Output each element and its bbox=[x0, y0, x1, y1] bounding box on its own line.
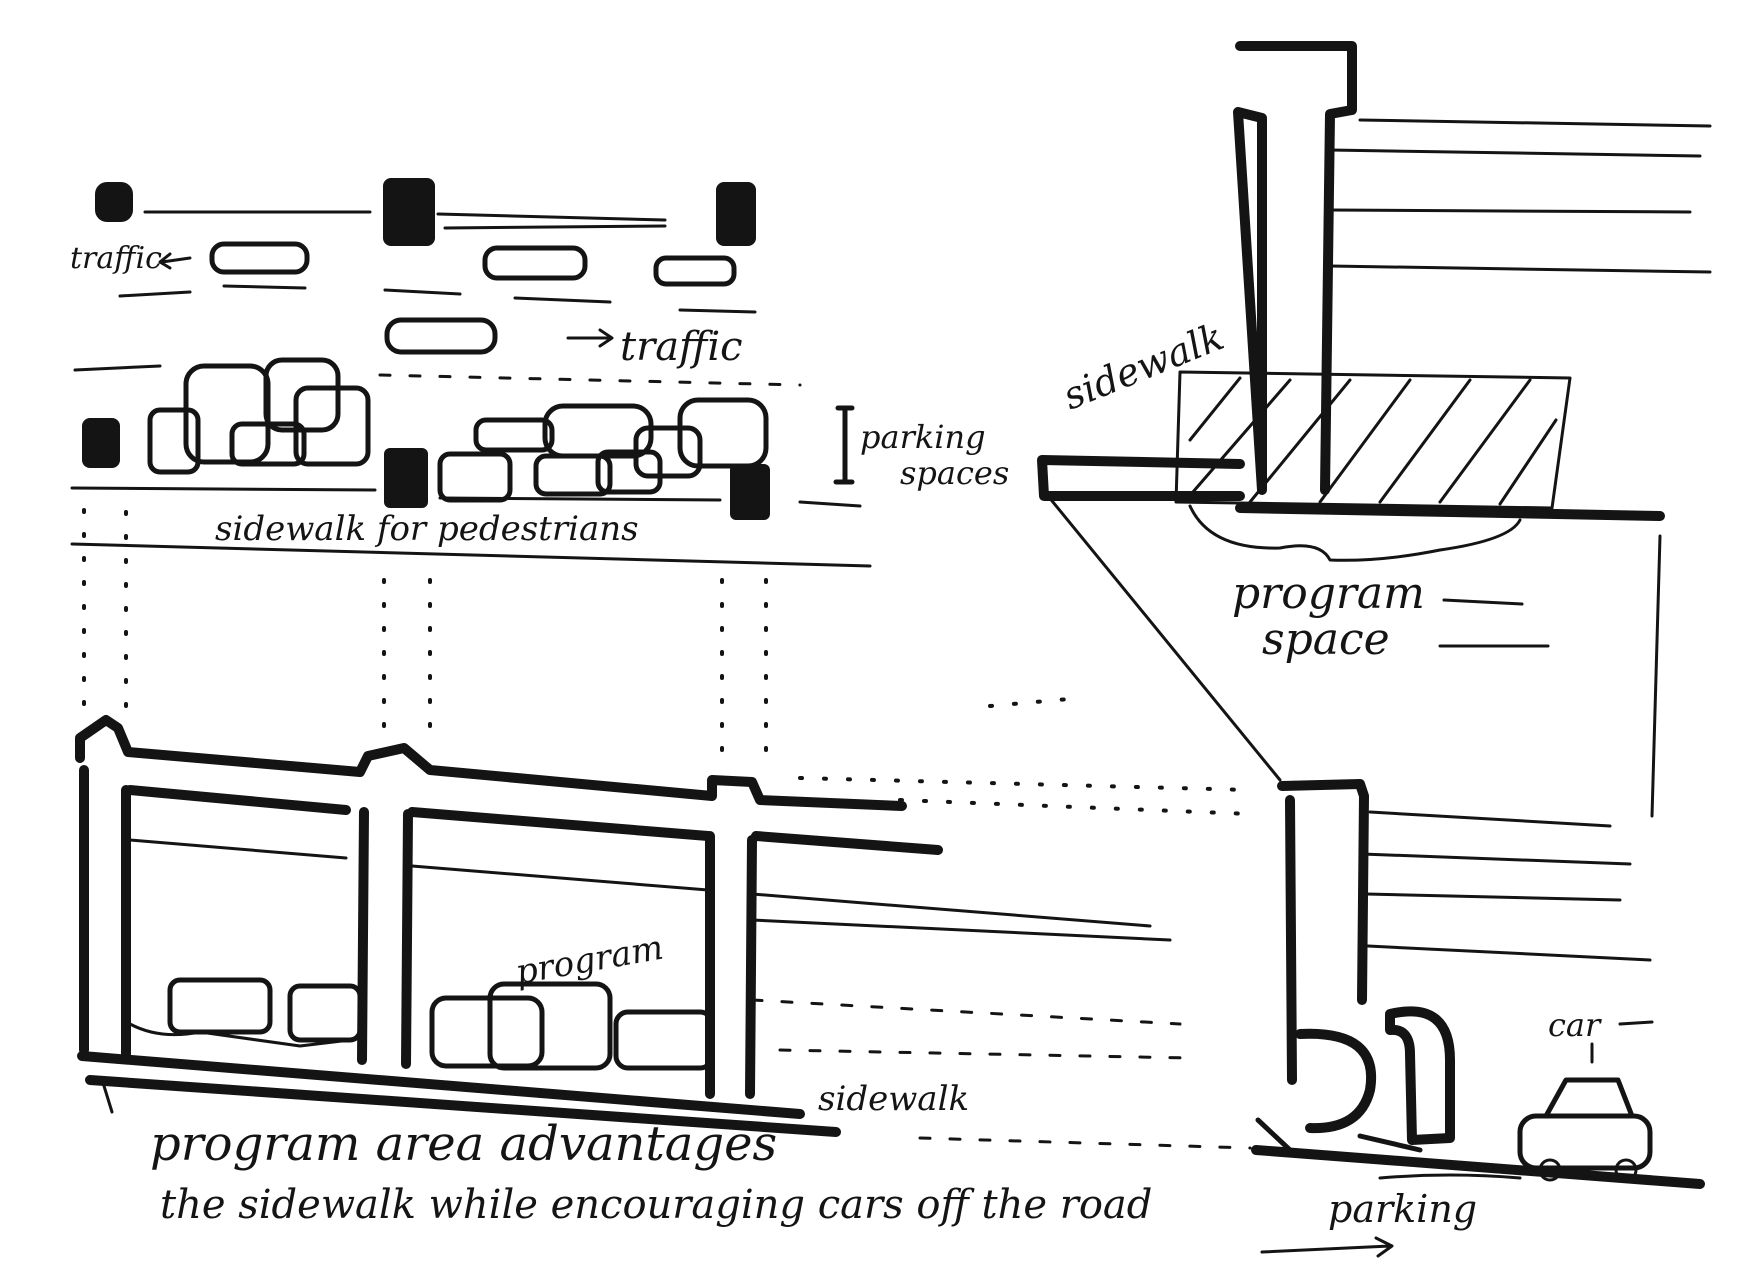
note-line-1: program area advantages bbox=[150, 1116, 777, 1172]
car-roof bbox=[1543, 1077, 1635, 1119]
parked-cars bbox=[147, 357, 769, 503]
leader-dash-1 bbox=[750, 998, 1182, 1026]
leader-dash-2 bbox=[778, 1048, 1192, 1060]
traffic-arrow-right bbox=[566, 328, 614, 348]
ground-slab bbox=[77, 1051, 841, 1137]
road-line-1 bbox=[143, 210, 667, 222]
street-lamp-3 bbox=[716, 182, 756, 246]
elevation-floor-lines bbox=[128, 838, 1172, 942]
program-space-label: program space bbox=[1232, 568, 1439, 665]
parking-spaces-label: parking spaces bbox=[860, 418, 1009, 492]
parking-bracket bbox=[833, 405, 855, 485]
road-line-2 bbox=[443, 224, 667, 230]
tower-column bbox=[1233, 41, 1357, 495]
canopy-roof bbox=[75, 715, 907, 811]
parking-floor-lines bbox=[1360, 810, 1652, 962]
street-lamp-6 bbox=[730, 464, 770, 520]
parking-detail: car parking bbox=[1251, 779, 1705, 1258]
columns bbox=[79, 765, 757, 1099]
parking-bottom-label: parking bbox=[1328, 1187, 1477, 1231]
parking-ground bbox=[1251, 1145, 1705, 1189]
section-view: sidewalk program space bbox=[1037, 41, 1712, 818]
program-space-leader bbox=[1438, 598, 1550, 648]
program-furniture bbox=[128, 977, 715, 1071]
sidewalk-pedestrians-label: sidewalk for pedestrians bbox=[215, 509, 639, 549]
elevation-view: program sidewalk bbox=[75, 715, 1252, 1150]
canopy-beam bbox=[125, 785, 943, 855]
car-body bbox=[1517, 1113, 1653, 1171]
car-label: car bbox=[1548, 1006, 1602, 1044]
program-hatch bbox=[1174, 370, 1572, 510]
car-leader bbox=[1590, 1020, 1654, 1064]
sidewalk-edge-top bbox=[70, 486, 862, 508]
lane-divider bbox=[378, 373, 802, 387]
street-lamp-2 bbox=[383, 178, 435, 246]
street-lamp-5 bbox=[384, 448, 428, 508]
traffic-label-left: traffic bbox=[70, 241, 162, 276]
leader-dash-3 bbox=[918, 1136, 1252, 1150]
building-outline bbox=[1046, 494, 1662, 818]
program-space-cloud bbox=[1188, 504, 1522, 562]
note-tick bbox=[102, 1084, 114, 1114]
traffic-arrow-left bbox=[158, 252, 192, 270]
sidewalk-right-label: sidewalk bbox=[1057, 314, 1230, 418]
traffic-cars bbox=[118, 241, 757, 355]
sidewalk-edge-bottom bbox=[70, 542, 872, 568]
sidewalk-bottom-label: sidewalk bbox=[818, 1079, 969, 1119]
building-floor-lines bbox=[1328, 118, 1712, 274]
design-note: program area advantages the sidewalk whi… bbox=[102, 1084, 1152, 1228]
street-lamp-1 bbox=[95, 182, 133, 222]
parking-lift bbox=[1255, 1006, 1455, 1153]
cantilever-slab bbox=[1037, 455, 1665, 521]
parking-underline bbox=[1378, 1173, 1522, 1180]
plan-view: traffic traffic parking spaces bbox=[70, 178, 1009, 568]
note-line-2: the sidewalk while encouraging cars off … bbox=[160, 1182, 1152, 1228]
traffic-label-right: traffic bbox=[620, 324, 743, 370]
road-line-3 bbox=[73, 364, 162, 372]
projection-lines bbox=[82, 508, 1252, 816]
street-lamp-4 bbox=[82, 418, 120, 468]
parking-arrow bbox=[1260, 1236, 1394, 1258]
parking-column bbox=[1277, 779, 1369, 1085]
